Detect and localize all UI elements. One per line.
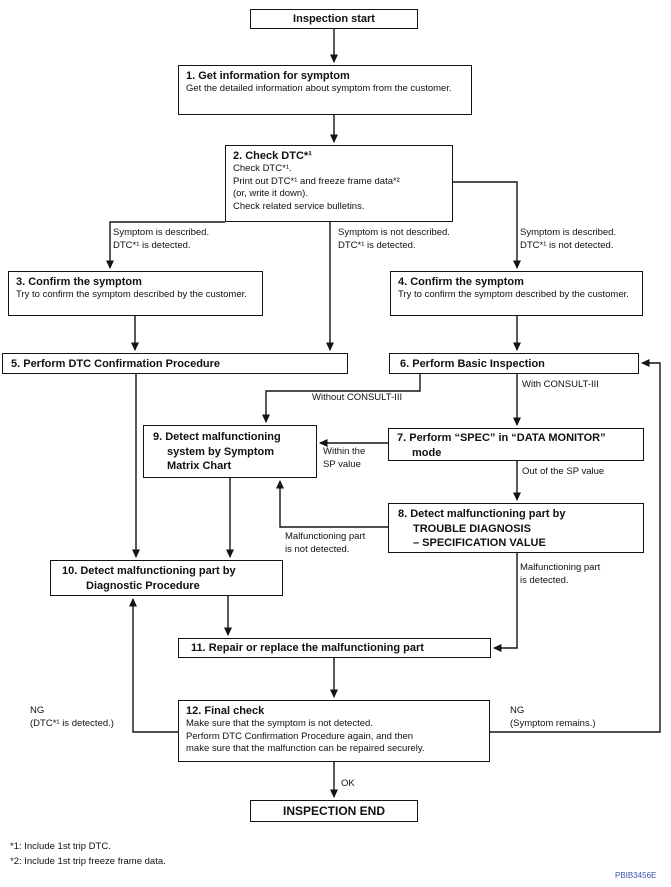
edge-label-out-of-sp-value: Out of the SP value — [522, 466, 605, 477]
node-2-line: (or, write it down). — [233, 188, 308, 199]
edge-label-with-consult: With CONSULT-III — [522, 379, 599, 390]
node-10-line: 10. Detect malfunctioning part by — [62, 565, 236, 577]
node-5-dtc-confirmation-procedure: 5. Perform DTC Confirmation Procedure — [2, 353, 348, 374]
node-2-check-dtc: 2. Check DTC*¹ Check DTC*¹. Print out DT… — [225, 145, 453, 222]
node-12-line: Make sure that the symptom is not detect… — [186, 718, 373, 729]
node-12-line: make sure that the malfunction can be re… — [186, 743, 425, 754]
edge-label-malfunctioning-part-detected: Malfunctioning part is detected. — [520, 562, 601, 586]
node-12-line: Perform DTC Confirmation Procedure again… — [186, 730, 414, 742]
node-7-line: mode — [412, 446, 442, 459]
node-2-line: Check related service bulletins. — [233, 200, 365, 212]
node-12-title: 12. Final check — [186, 705, 265, 717]
edge-label-symptom-described-dtc-detected: Symptom is described. DTC*¹ is detected. — [113, 227, 210, 251]
node-8-trouble-diagnosis-spec-value: 8. Detect malfunctioning part by TROUBLE… — [388, 503, 644, 553]
connector-12-to-10-ng-loop — [129, 598, 178, 733]
footnotes: *1: Include 1st trip DTC. *2: Include 1s… — [10, 839, 166, 869]
node-2-line: Check DTC*¹. — [233, 163, 292, 174]
node-7-line: 7. Perform “SPEC” in “DATA MONITOR” — [397, 432, 606, 444]
node-3-confirm-symptom: 3. Confirm the symptom Try to confirm th… — [8, 271, 263, 316]
node-2-line: Print out DTC*¹ and freeze frame data*² — [233, 175, 400, 187]
node-11-repair-or-replace: 11. Repair or replace the malfunctioning… — [178, 638, 491, 658]
node-1-title: 1. Get information for symptom — [186, 70, 350, 82]
node-7-spec-data-monitor: 7. Perform “SPEC” in “DATA MONITOR” mode — [388, 428, 644, 461]
node-9-symptom-matrix-chart: 9. Detect malfunctioning system by Sympt… — [143, 425, 317, 478]
node-4-confirm-symptom: 4. Confirm the symptom Try to confirm th… — [390, 271, 643, 316]
node-4-title: 4. Confirm the symptom — [398, 276, 524, 288]
figure-code: PBIB3456E — [615, 871, 657, 880]
node-3-body: Try to confirm the symptom described by … — [16, 289, 247, 300]
node-8-line: TROUBLE DIAGNOSIS — [413, 522, 531, 535]
edge-label-ng-dtc-detected: NG (DTC*¹ is detected.) — [30, 705, 114, 729]
node-9-line: 9. Detect malfunctioning — [153, 431, 281, 443]
edge-label-within-sp-value: Within the SP value — [323, 446, 366, 470]
node-10-diagnostic-procedure: 10. Detect malfunctioning part by Diagno… — [50, 560, 283, 596]
connector-8-to-11 — [493, 553, 518, 652]
edge-label-ng-symptom-remains: NG (Symptom remains.) — [510, 705, 596, 729]
footnote-2: *2: Include 1st trip freeze frame data. — [10, 856, 166, 867]
edge-label-ok: OK — [341, 778, 355, 789]
connector-2-to-3 — [106, 221, 225, 269]
node-9-line: Matrix Chart — [167, 460, 232, 472]
node-9-line: system by Symptom — [167, 445, 274, 458]
node-inspection-start: Inspection start — [250, 9, 418, 29]
node-inspection-end: INSPECTION END — [250, 800, 418, 822]
inspection-end-label: INSPECTION END — [282, 804, 385, 818]
edge-label-without-consult: Without CONSULT-III — [312, 392, 403, 403]
footnote-1: *1: Include 1st trip DTC. — [10, 841, 111, 852]
node-5-title: 5. Perform DTC Confirmation Procedure — [11, 357, 221, 370]
node-10-line: Diagnostic Procedure — [86, 579, 200, 592]
node-11-title: 11. Repair or replace the malfunctioning… — [191, 642, 424, 654]
inspection-start-label: Inspection start — [293, 13, 375, 25]
node-6-title: 6. Perform Basic Inspection — [400, 357, 545, 370]
node-12-final-check: 12. Final check Make sure that the sympt… — [178, 700, 490, 762]
edge-label-symptom-described-dtc-not-detected: Symptom is described. DTC*¹ is not detec… — [520, 227, 617, 251]
edge-label-symptom-not-described-dtc-detected: Symptom is not described. DTC*¹ is detec… — [338, 227, 450, 251]
node-4-body: Try to confirm the symptom described by … — [398, 289, 629, 300]
connector-2-to-4 — [453, 181, 521, 269]
node-2-title: 2. Check DTC*¹ — [233, 150, 312, 162]
connector-6-to-9-without-consult — [262, 374, 421, 423]
edge-label-malfunctioning-part-not-detected: Malfunctioning part is not detected. — [285, 531, 366, 555]
node-8-line: 8. Detect malfunctioning part by — [398, 508, 566, 520]
node-6-basic-inspection: 6. Perform Basic Inspection — [389, 353, 639, 374]
node-1-body: Get the detailed information about sympt… — [186, 83, 452, 94]
node-8-line: – SPECIFICATION VALUE — [413, 537, 546, 549]
connector-12-to-6-ng-loop — [490, 359, 661, 733]
connector-8-to-9-loop — [276, 480, 388, 528]
node-3-title: 3. Confirm the symptom — [16, 276, 142, 288]
node-1-get-information: 1. Get information for symptom Get the d… — [178, 65, 472, 115]
